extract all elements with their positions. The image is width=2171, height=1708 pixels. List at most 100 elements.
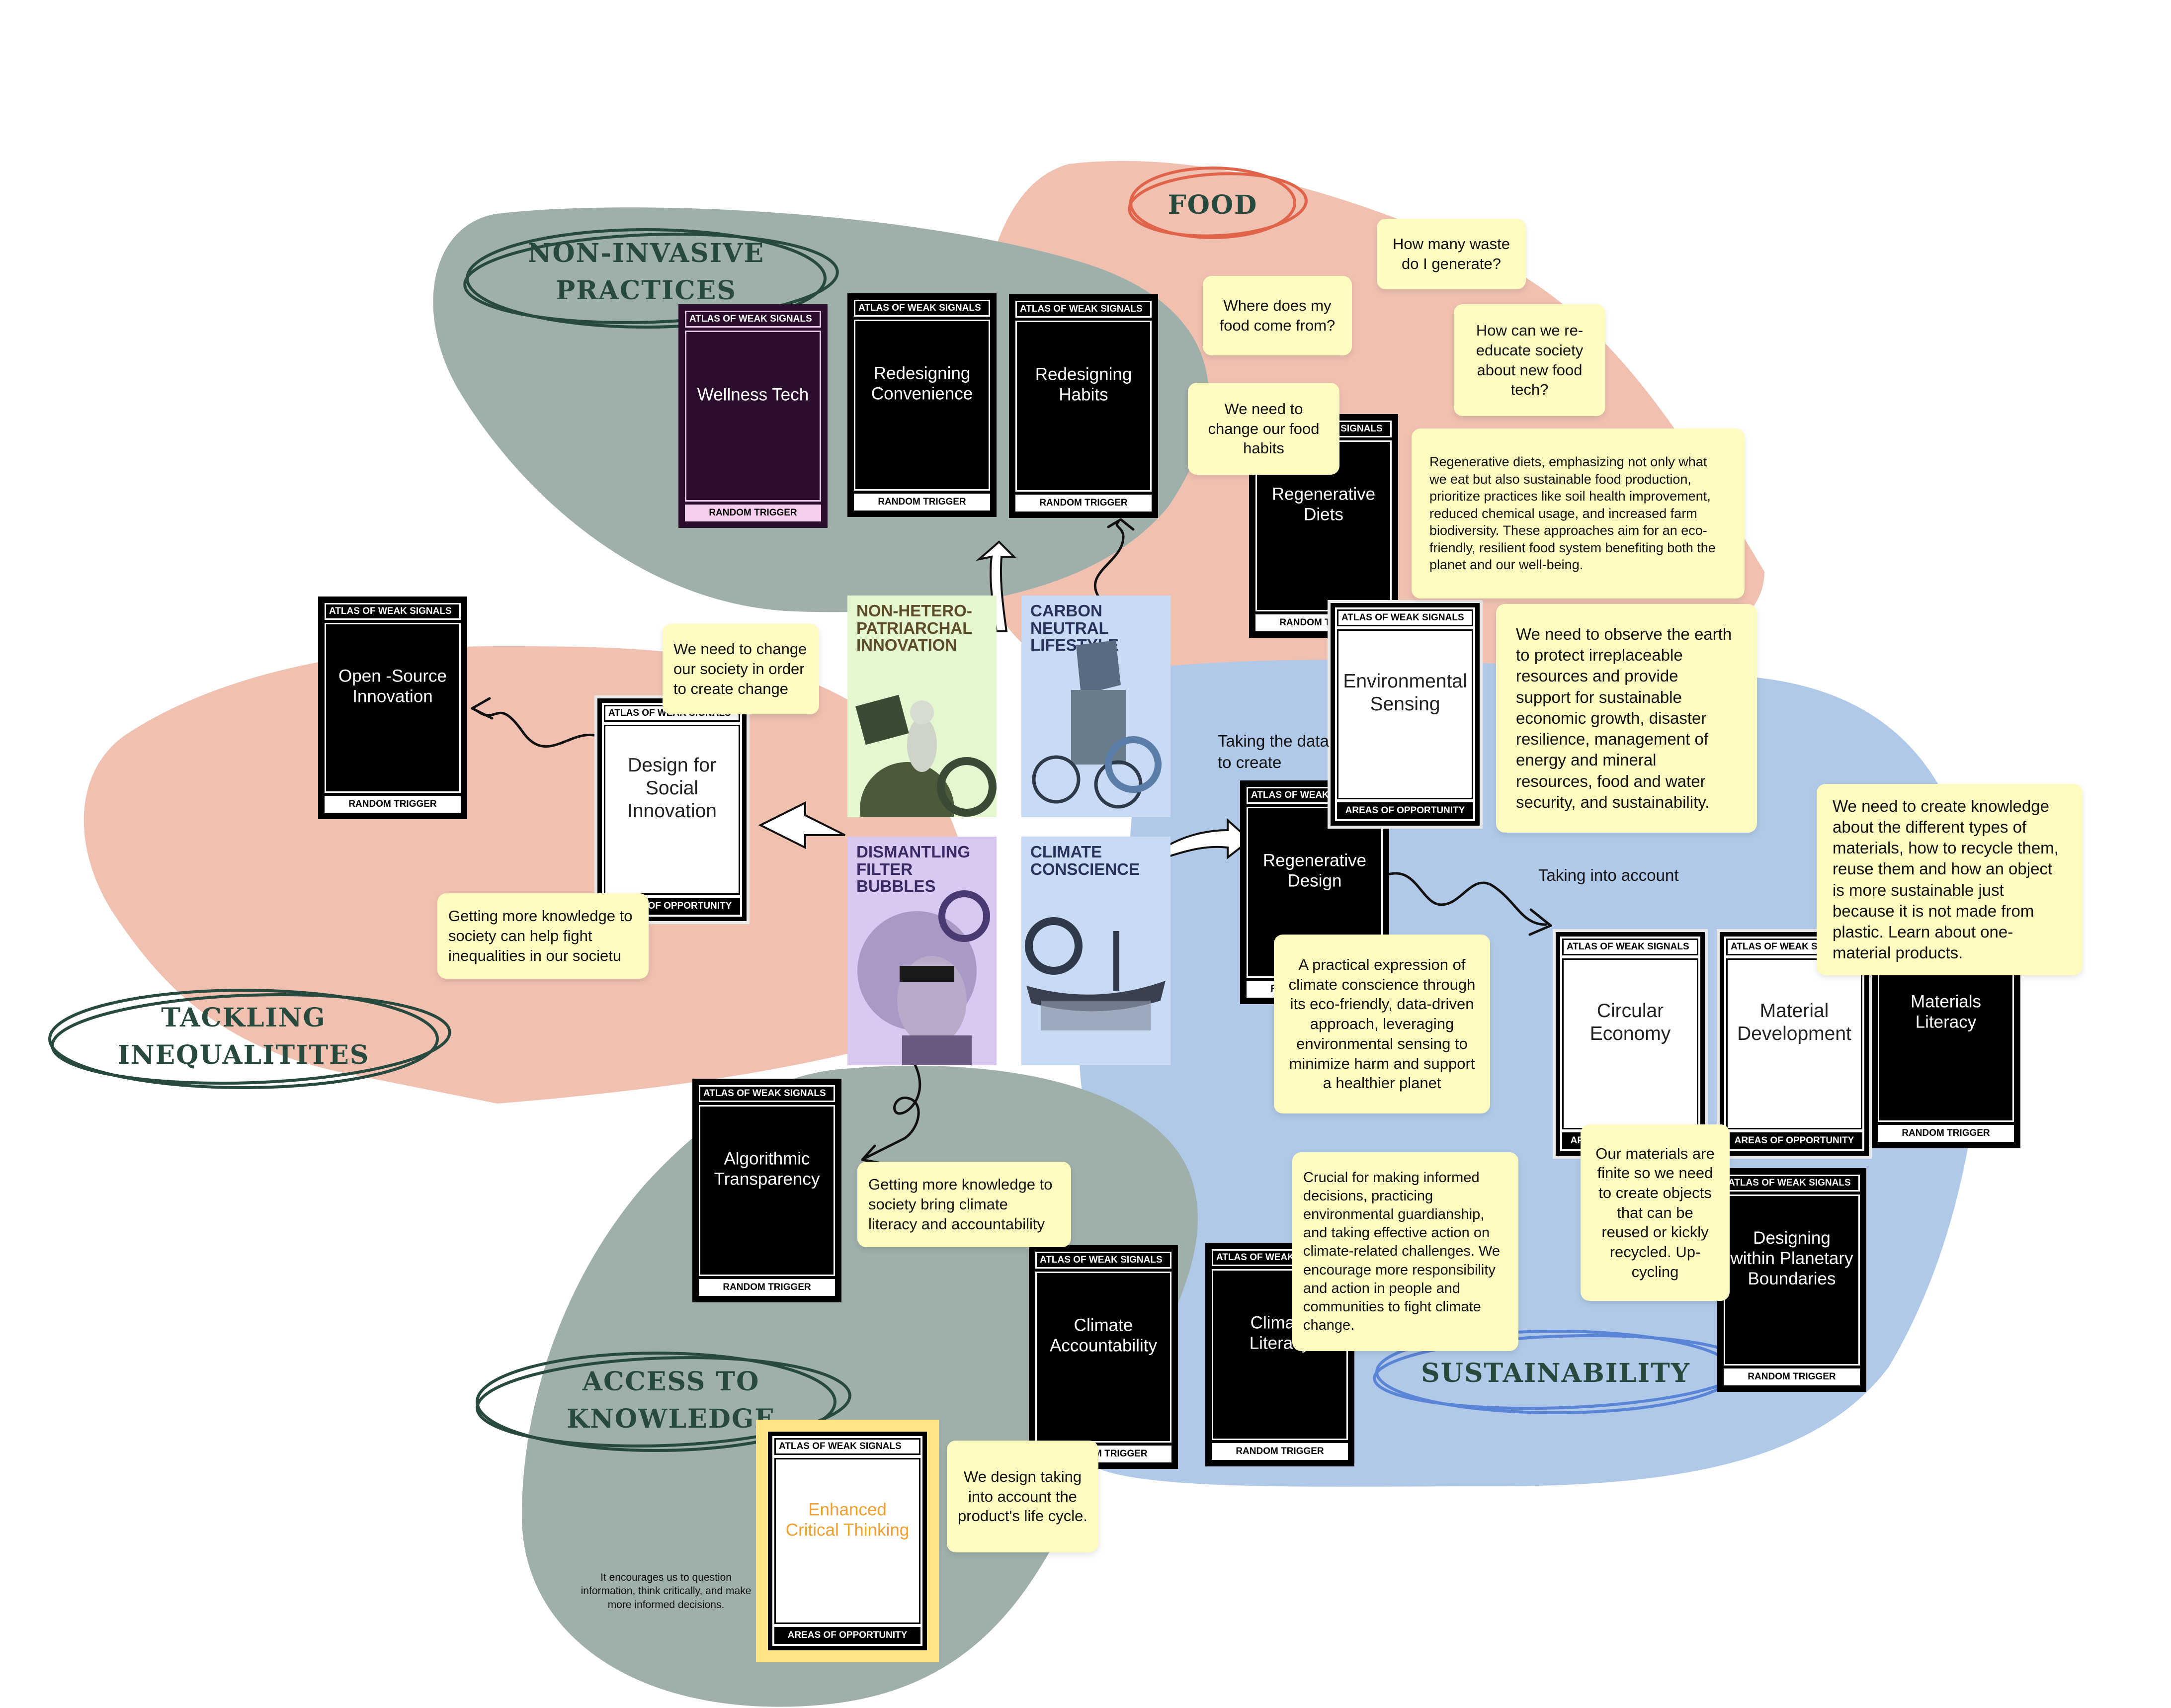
card-header: ATLAS OF WEAK SIGNALS <box>1337 609 1473 626</box>
note-knowledge-climate[interactable]: Getting more knowledge to society bring … <box>857 1162 1071 1247</box>
card-designing-planetary[interactable]: ATLAS OF WEAK SIGNALS Designing within P… <box>1717 1168 1866 1392</box>
poster-carbon-neutral[interactable]: CARBON NEUTRAL LIFESTYLE <box>1021 596 1170 817</box>
note-life-cycle[interactable]: We design taking into account the produc… <box>947 1441 1098 1552</box>
poster-carbon-title: CARBON NEUTRAL LIFESTYLE <box>1030 601 1119 655</box>
card-title: Regenerative Design <box>1262 851 1367 891</box>
food-ring <box>1128 167 1308 239</box>
card-header: ATLAS OF WEAK SIGNALS <box>774 1438 920 1455</box>
arrowhead-habits <box>1107 518 1135 531</box>
note-reeducate[interactable]: How can we re-educate society about new … <box>1454 304 1605 416</box>
access-ring <box>476 1352 851 1452</box>
text-taking-account: Taking into account <box>1538 866 1679 884</box>
card-frame <box>1337 629 1473 799</box>
card-redesigning-convenience[interactable]: ATLAS OF WEAK SIGNALS Redesigning Conven… <box>847 293 997 517</box>
card-footer: RANDOM TRIGGER <box>1724 1368 1860 1385</box>
note-change-food-habits[interactable]: We need to change our food habits <box>1188 383 1339 475</box>
card-design-social-innovation[interactable]: ATLAS OF WEAK SIGNALS Design for Social … <box>594 695 750 924</box>
poster-non-hetero[interactable]: NON-HETERO- PATRIARCHAL INNOVATION <box>847 596 997 817</box>
note-regenerative-diets-text[interactable]: Regenerative diets, emphasizing not only… <box>1412 428 1745 598</box>
note-materials-finite[interactable]: Our materials are finite so we need to c… <box>1581 1124 1730 1301</box>
card-wellness-tech[interactable]: ATLAS OF WEAK SIGNALS Wellness Tech RAND… <box>678 304 828 528</box>
poster-non-hetero-title: NON-HETERO- PATRIARCHAL INNOVATION <box>856 601 973 655</box>
card-algorithmic-transparency[interactable]: ATLAS OF WEAK SIGNALS Algorithmic Transp… <box>692 1079 841 1302</box>
tackling-ring <box>48 989 451 1089</box>
poster-dismantling-title: DISMANTLING FILTER BUBBLES <box>856 843 971 896</box>
card-frame <box>1015 321 1152 492</box>
card-redesigning-habits[interactable]: ATLAS OF WEAK SIGNALS Redesigning Habits… <box>1009 294 1158 518</box>
canoe-illustration <box>1025 917 1166 1030</box>
card-footer: RANDOM TRIGGER <box>1015 495 1152 512</box>
card-enhanced-critical-thinking[interactable]: ATLAS OF WEAK SIGNALS Enhanced Critical … <box>756 1420 939 1662</box>
non-invasive-ring <box>463 228 839 329</box>
card-header: ATLAS OF WEAK SIGNALS <box>685 311 821 328</box>
note-crucial[interactable]: Crucial for making informed decisions, p… <box>1292 1152 1518 1351</box>
arrow-to-open-source <box>471 707 618 752</box>
card-title: Redesigning Habits <box>1035 364 1132 405</box>
arrow-to-regen-design-curl <box>1385 872 1547 926</box>
card-title: Algorithmic Transparency <box>714 1149 820 1189</box>
text-encourages: It encourages us to question information… <box>581 1572 752 1611</box>
poster-climate-title: CLIMATE CONSCIENCE <box>1030 843 1140 878</box>
card-frame <box>854 320 990 491</box>
card-frame <box>774 1458 920 1624</box>
note-knowledge-inequalities[interactable]: Getting more knowledge to society can he… <box>437 893 649 979</box>
card-title: Design for Social Innovation <box>627 754 717 822</box>
card-title: Circular Economy <box>1589 1000 1671 1044</box>
arrow-dismantling-curl <box>863 1062 921 1160</box>
poster-climate-conscience[interactable]: CLIMATE CONSCIENCE <box>1021 837 1170 1065</box>
note-food-origin[interactable]: Where does my food come from? <box>1203 276 1352 355</box>
card-header: ATLAS OF WEAK SIGNALS <box>1015 301 1152 318</box>
text-taking-data: Taking the data to create <box>1218 732 1329 771</box>
card-title: Enhanced Critical Thinking <box>785 1500 910 1540</box>
card-header: ATLAS OF WEAK SIGNALS <box>1562 939 1698 955</box>
area-label-non-invasive: NON-INVASIVE PRACTICES <box>527 238 765 306</box>
note-waste[interactable]: How many waste do I generate? <box>1377 219 1526 289</box>
note-change-society[interactable]: We need to change our society in order t… <box>663 624 819 714</box>
card-footer: RANDOM TRIGGER <box>854 494 990 511</box>
card-frame <box>1035 1272 1171 1443</box>
arrowhead-open-source <box>471 697 494 720</box>
card-header: ATLAS OF WEAK SIGNALS <box>854 300 990 317</box>
cyclist-illustration <box>1032 640 1162 809</box>
tackling-inequalities-area <box>84 646 984 1104</box>
card-frame <box>1726 958 1862 1129</box>
area-label-tackling: TACKLING INEQUALITITES <box>117 1003 370 1071</box>
block-arrow-to-design-social <box>758 801 845 850</box>
card-environmental-sensing[interactable]: ATLAS OF WEAK SIGNALS Environmental Sens… <box>1328 600 1483 829</box>
astronaut-illustration <box>855 694 997 817</box>
note-observe-earth[interactable]: We need to observe the earth to protect … <box>1496 604 1757 833</box>
card-title: Materials Literacy <box>1911 992 1981 1032</box>
card-frame <box>604 725 740 895</box>
card-footer: RANDOM TRIGGER <box>325 796 461 813</box>
card-footer: RANDOM TRIGGER <box>699 1279 835 1296</box>
card-header: ATLAS OF WEAK SIGNALS <box>325 603 461 620</box>
card-footer: AREAS OF OPPORTUNITY <box>774 1627 920 1644</box>
card-header: ATLAS OF WEAK SIGNALS <box>1724 1175 1860 1192</box>
card-footer: RANDOM TRIGGER <box>1212 1443 1348 1460</box>
card-circular-economy[interactable]: ATLAS OF WEAK SIGNALS Circular Economy A… <box>1553 929 1708 1159</box>
card-title: Environmental Sensing <box>1343 670 1467 715</box>
arrow-carbon-curl <box>1093 520 1125 598</box>
poster-dismantling[interactable]: DISMANTLING FILTER BUBBLES <box>847 837 997 1065</box>
note-materials-knowledge[interactable]: We need to create knowledge about the di… <box>1817 784 2083 975</box>
note-practical-expression[interactable]: A practical expression of climate consci… <box>1274 935 1490 1113</box>
card-title: Material Development <box>1737 1000 1851 1044</box>
card-header: ATLAS OF WEAK SIGNALS <box>699 1085 835 1102</box>
card-header: ATLAS OF WEAK SIGNALS <box>1035 1252 1171 1269</box>
area-label-access: ACCESS TO KNOWLEDGE <box>567 1366 775 1435</box>
card-footer: RANDOM TRIGGER <box>685 505 821 521</box>
card-frame <box>685 331 821 502</box>
card-footer: AREAS OF OPPORTUNITY <box>1337 802 1473 819</box>
card-title: Regenerative Diets <box>1271 484 1376 524</box>
card-title: Wellness Tech <box>697 385 809 405</box>
card-frame <box>699 1105 835 1276</box>
card-footer: RANDOM TRIGGER <box>1878 1125 2014 1142</box>
arrowhead-circular <box>1528 908 1552 936</box>
card-frame <box>1212 1269 1348 1440</box>
card-climate-accountability[interactable]: ATLAS OF WEAK SIGNALS Climate Accountabi… <box>1029 1245 1178 1469</box>
card-open-source-innovation[interactable]: ATLAS OF WEAK SIGNALS Open -Source Innov… <box>318 597 467 819</box>
card-title: Redesigning Convenience <box>871 363 973 404</box>
filter-bubble-illustration <box>857 890 990 1065</box>
card-title: Open -Source Innovation <box>338 666 447 706</box>
